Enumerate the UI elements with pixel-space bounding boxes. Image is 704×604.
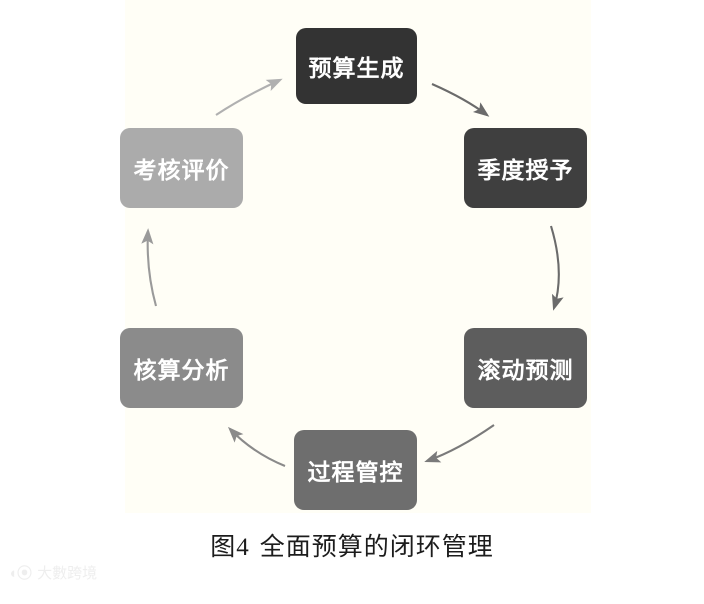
- node-process-control-label: 过程管控: [307, 459, 404, 485]
- node-quarterly-grant[interactable]: 季度授予: [464, 128, 587, 208]
- node-accounting-analysis[interactable]: 核算分析: [120, 328, 243, 408]
- figure-caption-number: 图4: [210, 534, 250, 561]
- node-accounting-analysis-label: 核算分析: [133, 357, 230, 383]
- node-rolling-forecast[interactable]: 滚动预测: [464, 328, 587, 408]
- watermark: ◖⦿ 大數跨境: [8, 566, 97, 581]
- node-quarterly-grant-label: 季度授予: [477, 157, 574, 183]
- figure-caption-title: 全面预算的闭环管理: [259, 534, 494, 561]
- node-performance-appraisal-label: 考核评价: [133, 157, 230, 183]
- watermark-label: 大數跨境: [37, 565, 98, 582]
- watermark-logo-icon: ◖⦿: [8, 565, 33, 582]
- figure-caption: 图4 全面预算的闭环管理: [0, 527, 704, 563]
- node-process-control[interactable]: 过程管控: [294, 430, 417, 510]
- node-budget-generation[interactable]: 预算生成: [296, 28, 417, 104]
- node-budget-generation-label: 预算生成: [308, 55, 405, 81]
- node-rolling-forecast-label: 滚动预测: [477, 357, 574, 383]
- node-performance-appraisal[interactable]: 考核评价: [120, 128, 243, 208]
